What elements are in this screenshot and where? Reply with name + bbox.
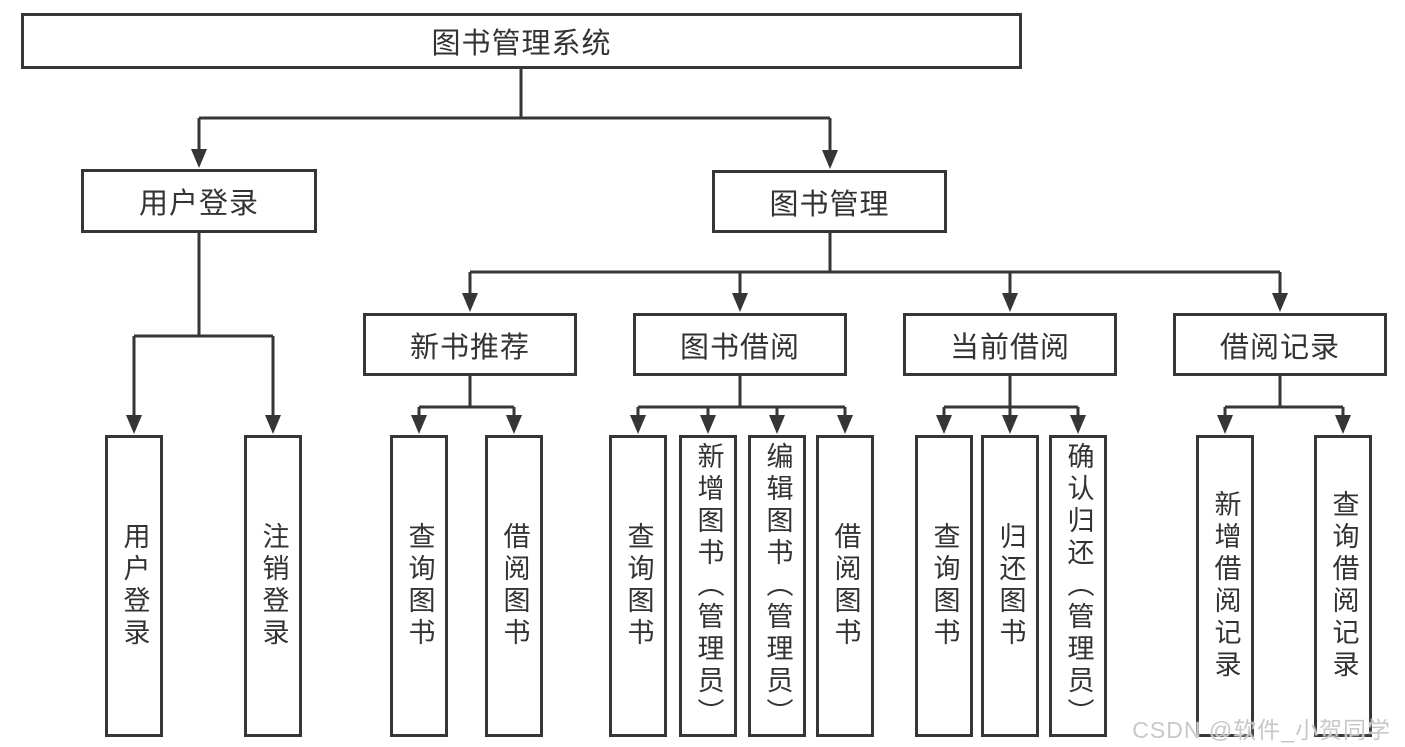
leaf-return-book: 归还图书	[981, 435, 1039, 737]
arrow-down-icon	[126, 415, 142, 434]
branch-borrowing-records	[1217, 376, 1351, 434]
watermark: CSDN @软件_小贺同学	[1132, 717, 1391, 743]
leaf-user-login: 用户登录	[105, 435, 163, 737]
branch-user-login	[126, 233, 281, 434]
arrow-down-icon	[1272, 293, 1288, 312]
arrow-down-icon	[769, 415, 785, 434]
node-new-book-recommend: 新书推荐	[363, 313, 577, 376]
leaf-query-books-3: 查询图书	[915, 435, 973, 737]
arrow-down-icon	[1002, 293, 1018, 312]
leaf-query-books-1: 查询图书	[390, 435, 448, 737]
node-library-system: 图书管理系统	[21, 13, 1022, 69]
leaf-confirm-return-admin: 确认归还（管理员）	[1049, 435, 1107, 737]
leaf-borrow-books-2: 借阅图书	[816, 435, 874, 737]
leaf-query-borrow-record: 查询借阅记录	[1314, 435, 1372, 737]
leaf-add-book-admin: 新增图书（管理员）	[679, 435, 737, 737]
arrow-down-icon	[411, 415, 427, 434]
arrow-down-icon	[837, 415, 853, 434]
arrow-down-icon	[700, 415, 716, 434]
node-borrowing-records: 借阅记录	[1173, 313, 1387, 376]
branch-book-management	[462, 233, 1288, 312]
arrow-down-icon	[1335, 415, 1351, 434]
arrow-down-icon	[1002, 415, 1018, 434]
arrow-down-icon	[1070, 415, 1086, 434]
branch-root	[191, 69, 838, 169]
arrow-down-icon	[506, 415, 522, 434]
leaf-query-books-2: 查询图书	[609, 435, 667, 737]
branch-book-borrowing	[630, 376, 853, 434]
arrow-down-icon	[265, 415, 281, 434]
arrow-down-icon	[462, 293, 478, 312]
leaf-add-borrow-record: 新增借阅记录	[1196, 435, 1254, 737]
node-book-management: 图书管理	[712, 170, 947, 233]
node-user-login-module: 用户登录	[81, 169, 317, 233]
node-book-borrowing: 图书借阅	[633, 313, 847, 376]
leaf-edit-book-admin: 编辑图书（管理员）	[748, 435, 806, 737]
arrow-down-icon	[1217, 415, 1233, 434]
arrow-down-icon	[822, 150, 838, 169]
node-current-borrowing: 当前借阅	[903, 313, 1117, 376]
branch-new-book-recommend	[411, 376, 522, 434]
arrow-down-icon	[191, 149, 207, 168]
leaf-borrow-books-1: 借阅图书	[485, 435, 543, 737]
leaf-logout: 注销登录	[244, 435, 302, 737]
arrow-down-icon	[936, 415, 952, 434]
arrow-down-icon	[732, 293, 748, 312]
arrow-down-icon	[630, 415, 646, 434]
branch-current-borrowing	[936, 376, 1086, 434]
